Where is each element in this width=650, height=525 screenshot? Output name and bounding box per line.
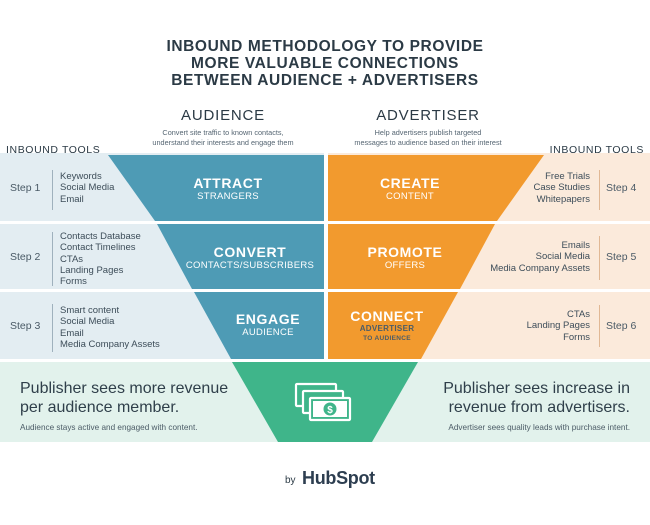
tool-item: Contacts Database (60, 231, 141, 242)
right-outcome-line-1: Publisher sees increase in (443, 380, 630, 397)
create-label: CREATE CONTENT (350, 175, 470, 203)
attract-label: ATTRACT STRANGERS (168, 175, 288, 203)
convert-title: CONVERT (213, 244, 287, 260)
step-1-divider (52, 170, 53, 210)
tool-item: Landing Pages (526, 320, 590, 332)
right-outcome-line-2: revenue from advertisers. (448, 399, 630, 416)
advertiser-desc-line-1: Help advertisers publish targeted (374, 128, 482, 137)
step-2-divider (52, 232, 53, 286)
step-5-label: Step 5 (606, 251, 637, 263)
promote-shape (328, 224, 495, 289)
create-shape (328, 155, 544, 221)
promote-label: PROMOTE OFFERS (345, 244, 465, 272)
engage-label: ENGAGE AUDIENCE (218, 311, 318, 339)
step-5-divider (599, 236, 600, 280)
step-6-divider (599, 305, 600, 347)
step-4-tools: Free Trials Case Studies Whitepapers (533, 171, 590, 205)
svg-text:$: $ (327, 405, 333, 416)
tool-item: Whitepapers (536, 193, 590, 205)
create-title: CREATE (379, 175, 441, 191)
step-4-divider (599, 170, 600, 210)
right-outcome-note: Advertiser sees quality leads with purch… (448, 423, 630, 432)
tool-item: Media Company Assets (490, 262, 590, 274)
audience-description: Convert site traffic to known contacts, … (98, 128, 348, 147)
right-outcome-title: Publisher sees increase in revenue from … (443, 379, 630, 417)
step-4-label: Step 4 (606, 182, 637, 194)
step-2-tools: Contacts Database Contact Timelines CTAs… (60, 231, 141, 287)
tool-item: Contact Timelines (60, 242, 136, 254)
tool-item: Media Company Assets (60, 338, 160, 350)
tool-item: Forms (563, 331, 590, 343)
diagram-title: INBOUND METHODOLOGY TO PROVIDE MORE VALU… (0, 38, 650, 89)
left-outcome-line-1: Publisher sees more revenue (20, 380, 229, 397)
tool-item: Forms (60, 276, 87, 288)
advertiser-heading: ADVERTISER (376, 107, 480, 124)
step-5-tools: Emails Social Media Media Company Assets (490, 240, 590, 274)
tool-item: Landing Pages (60, 264, 124, 276)
step-1-tools: Keywords Social Media Email (60, 171, 114, 205)
advertiser-description: Help advertisers publish targeted messag… (303, 128, 553, 147)
convert-subtitle: CONTACTS/SUBSCRIBERS (185, 260, 315, 271)
tool-item: Keywords (60, 171, 102, 182)
footer-by: by (285, 475, 296, 486)
audience-desc-line-1: Convert site traffic to known contacts, (162, 128, 284, 137)
connect-label: CONNECT ADVERTISER TO AUDIENCE (335, 308, 439, 344)
attract-subtitle: STRANGERS (197, 191, 259, 202)
tool-item: Smart content (60, 305, 120, 316)
left-outcome-title: Publisher sees more revenue per audience… (20, 379, 228, 417)
title-line-1: INBOUND METHODOLOGY TO PROVIDE (166, 38, 484, 55)
advertiser-desc-line-2: messages to audience based on their inte… (354, 137, 502, 147)
tool-item: Emails (561, 240, 590, 251)
promote-subtitle: OFFERS (384, 260, 426, 271)
tool-item: Case Studies (533, 182, 590, 194)
money-stack-icon: $ (294, 382, 352, 422)
tool-item: Email (60, 327, 84, 339)
title-line-3: BETWEEN AUDIENCE + ADVERTISERS (171, 72, 479, 89)
audience-desc-line-2: understand their interests and engage th… (152, 137, 294, 147)
convert-shape (157, 224, 324, 289)
tool-item: CTAs (566, 309, 590, 320)
title-line-2: MORE VALUABLE CONNECTIONS (191, 55, 459, 72)
connect-subtitle-1: ADVERTISER (359, 324, 415, 333)
step-3-tools: Smart content Social Media Email Media C… (60, 305, 160, 350)
step-6-tools: CTAs Landing Pages Forms (527, 309, 590, 343)
engage-title: ENGAGE (235, 311, 301, 327)
engage-subtitle: AUDIENCE (242, 327, 294, 338)
attract-shape (108, 155, 324, 221)
tool-item: CTAs (60, 253, 84, 265)
connect-subtitle-2: TO AUDIENCE (363, 335, 411, 342)
hubspot-logo: HubSpot (302, 468, 375, 488)
step-3-label: Step 3 (10, 320, 41, 332)
tool-item: Social Media (535, 251, 590, 263)
attract-title: ATTRACT (193, 175, 263, 191)
promote-title: PROMOTE (367, 244, 443, 260)
step-3-divider (52, 304, 53, 352)
left-outcome-line-2: per audience member. (20, 399, 180, 416)
left-outcome-note: Audience stays active and engaged with c… (20, 423, 198, 432)
connect-shape (328, 292, 458, 359)
audience-heading: AUDIENCE (181, 107, 265, 124)
step-1-label: Step 1 (10, 182, 41, 194)
convert-label: CONVERT CONTACTS/SUBSCRIBERS (180, 244, 320, 272)
create-subtitle: CONTENT (385, 191, 434, 202)
step-2-label: Step 2 (10, 251, 41, 263)
step-6-label: Step 6 (606, 320, 637, 332)
tool-item: Free Trials (545, 171, 590, 182)
engage-shape (194, 292, 324, 359)
tool-item: Social Media (60, 182, 115, 194)
connect-title: CONNECT (350, 308, 424, 324)
tool-item: Email (60, 193, 84, 205)
tool-item: Social Media (60, 316, 115, 328)
